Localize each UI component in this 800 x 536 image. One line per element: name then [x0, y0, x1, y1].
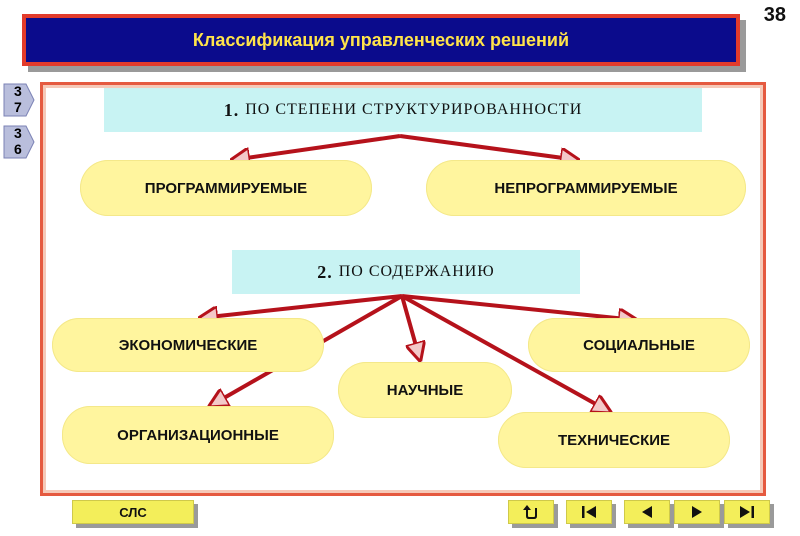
- item-nonprogrammable: НЕПРОГРАММИРУЕМЫЕ: [426, 160, 746, 216]
- item-social: СОЦИАЛЬНЫЕ: [528, 318, 750, 372]
- side-tab-37[interactable]: 3 7: [2, 82, 35, 118]
- sls-label: СЛС: [119, 504, 147, 520]
- item-organizational: ОРГАНИЗАЦИОННЫЕ: [62, 406, 334, 464]
- item-label: НЕПРОГРАММИРУЕМЫЕ: [494, 179, 678, 197]
- first-slide-button[interactable]: [566, 500, 612, 524]
- section2-header: 2. ПО СОДЕРЖАНИЮ: [232, 250, 580, 294]
- page-number: 38: [763, 4, 786, 26]
- arrow-to-nonprogrammable: [399, 134, 578, 160]
- next-icon: [692, 506, 702, 518]
- side-tab-36[interactable]: 3 6: [2, 124, 35, 160]
- tab-arrow-icon: [3, 83, 35, 117]
- item-label: ТЕХНИЧЕСКИЕ: [557, 431, 671, 449]
- item-programmable: ПРОГРАММИРУЕМЫЕ: [80, 160, 372, 216]
- item-label: ЭКОНОМИЧЕСКИЕ: [118, 336, 258, 354]
- section1-number: 1.: [223, 99, 240, 120]
- prev-slide-button[interactable]: [624, 500, 670, 524]
- section2-title: ПО СОДЕРЖАНИЮ: [338, 263, 495, 280]
- sls-button[interactable]: СЛС: [72, 500, 194, 524]
- item-label: СОЦИАЛЬНЫЕ: [583, 336, 695, 354]
- last-slide-button[interactable]: [724, 500, 770, 524]
- section2-number: 2.: [317, 261, 333, 282]
- item-label: НАУЧНЫЕ: [386, 381, 464, 399]
- page-title: Классификация управленческих решений: [192, 29, 570, 50]
- tab-arrow-icon: [3, 125, 35, 159]
- next-slide-button[interactable]: [674, 500, 720, 524]
- arrow-to-economic: [200, 294, 403, 318]
- title-bar: Классификация управленческих решений: [22, 14, 740, 66]
- side-tab-digit: 3: [14, 83, 22, 99]
- section1-title: ПО СТЕПЕНИ СТРУКТУРИРОВАННОСТИ: [245, 101, 583, 118]
- return-button[interactable]: [508, 500, 554, 524]
- prev-icon: [642, 506, 652, 518]
- arrow-to-programmable: [232, 134, 401, 160]
- last-icon: [740, 506, 754, 518]
- item-label: ПРОГРАММИРУЕМЫЕ: [144, 179, 308, 197]
- section1-header: 1. ПО СТЕПЕНИ СТРУКТУРИРОВАННОСТИ: [104, 88, 702, 132]
- item-label: ОРГАНИЗАЦИОННЫЕ: [117, 426, 279, 444]
- side-tab-digit: 7: [14, 99, 22, 115]
- arrow-to-technical: [401, 294, 610, 412]
- side-tab-digit: 3: [14, 125, 22, 141]
- item-scientific: НАУЧНЫЕ: [338, 362, 512, 418]
- first-icon: [582, 506, 596, 518]
- item-technical: ТЕХНИЧЕСКИЕ: [498, 412, 730, 468]
- side-tab-digit: 6: [14, 141, 22, 157]
- item-economic: ЭКОНОМИЧЕСКИЕ: [52, 318, 324, 372]
- return-icon: [523, 505, 537, 519]
- arrow-to-scientific: [400, 295, 420, 360]
- arrow-to-social: [401, 294, 636, 320]
